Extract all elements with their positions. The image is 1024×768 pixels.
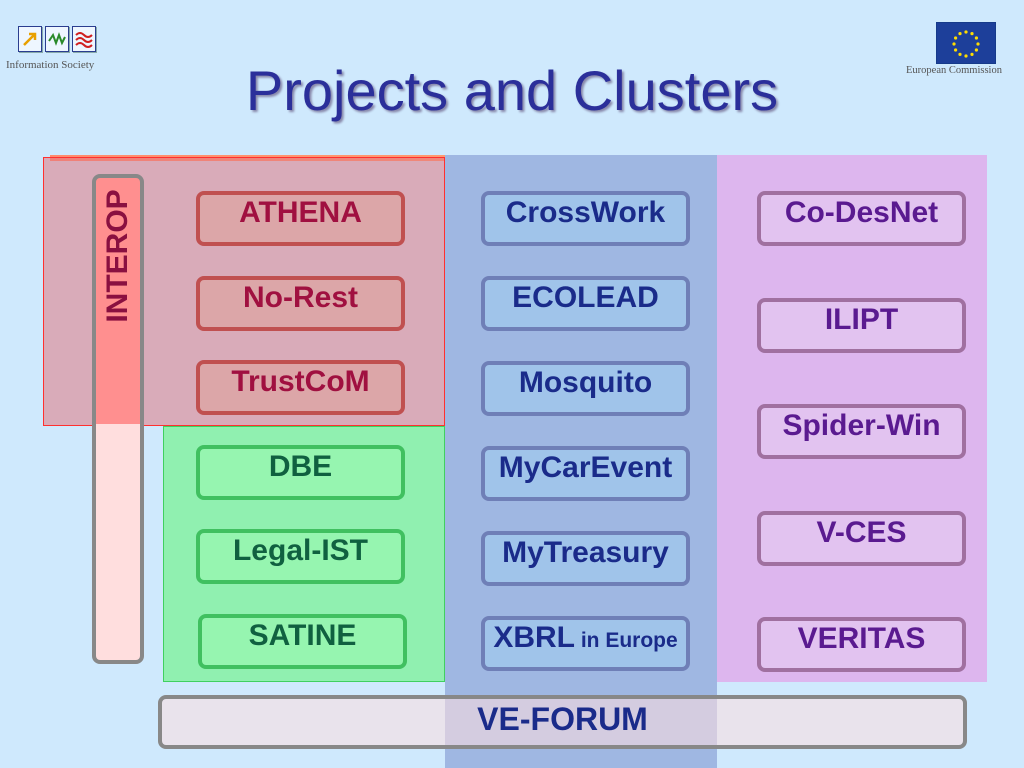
logo-right-caption: European Commission — [906, 65, 1002, 76]
project-box-co-desnet: Co-DesNet — [757, 191, 966, 246]
project-box-veritas: VERITAS — [757, 617, 966, 672]
information-society-logo — [18, 26, 98, 54]
logo-left-caption: Information Society — [6, 59, 95, 71]
in-europe-label: in Europe — [574, 629, 678, 652]
wave-lines-icon — [72, 26, 96, 52]
project-box-dbe: DBE — [196, 445, 405, 500]
project-box-mytreasury: MyTreasury — [481, 531, 690, 586]
xbrl-label: XBRL — [493, 621, 575, 654]
project-box-spider-win: Spider-Win — [757, 404, 966, 459]
project-box-satine: SATINE — [198, 614, 407, 669]
interop-label: INTEROP — [101, 189, 134, 323]
project-box-v-ces: V-CES — [757, 511, 966, 566]
project-box-no-rest: No-Rest — [196, 276, 405, 331]
european-union-flag-icon — [936, 22, 996, 64]
project-box-xbrl-in-europe: XBRL in Europe — [481, 616, 690, 671]
interop-bar: INTEROP — [92, 174, 144, 664]
project-box-ecolead: ECOLEAD — [481, 276, 690, 331]
project-box-athena: ATHENA — [196, 191, 405, 246]
project-box-mycarevent: MyCarEvent — [481, 446, 690, 501]
arrow-icon — [18, 26, 42, 52]
ve-forum-bar: VE-FORUM — [158, 695, 967, 749]
project-box-mosquito: Mosquito — [481, 361, 690, 416]
page-title: Projects and Clusters — [245, 59, 779, 122]
project-box-ilipt: ILIPT — [757, 298, 966, 353]
signal-wave-icon — [45, 26, 69, 52]
project-box-legal-ist: Legal-IST — [196, 529, 405, 584]
project-box-trustcom: TrustCoM — [196, 360, 405, 415]
project-box-crosswork: CrossWork — [481, 191, 690, 246]
